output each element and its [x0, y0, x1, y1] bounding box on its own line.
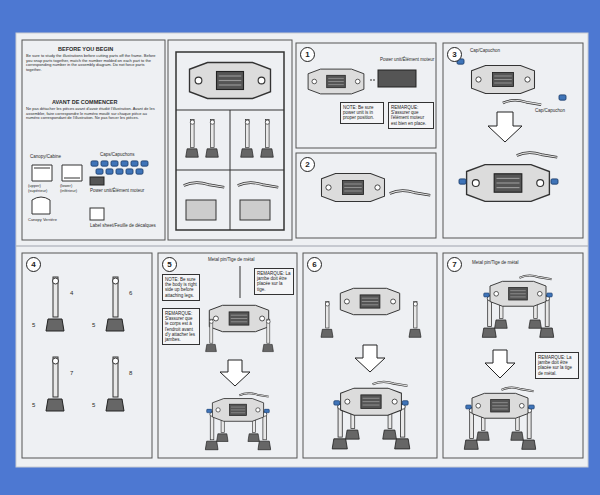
- label-text: Power unit/Élément moteur: [380, 57, 434, 62]
- step-number-text: 1: [305, 50, 309, 59]
- note-box: NOTE: Be sure the body is right side up …: [162, 274, 200, 301]
- label-text: Be sure to study the illustrations befor…: [26, 54, 160, 72]
- step-number-text: 6: [312, 260, 316, 269]
- step6-figure: [321, 288, 421, 449]
- step-number: 5: [162, 257, 177, 272]
- label-text: AVANT DE COMMENCER: [52, 99, 118, 105]
- step-number-text: 4: [31, 260, 35, 269]
- note-box: REMARQUE: S'assurer que le corps est à l…: [162, 308, 200, 345]
- label-text: Caps/Capuchons: [100, 152, 135, 157]
- step2-figure: [322, 174, 431, 202]
- callout-number: 5: [92, 402, 95, 409]
- step3-figure: [457, 59, 566, 202]
- note-box: NOTE: Be sure power unit is in proper po…: [340, 102, 384, 124]
- callout-number: 7: [70, 370, 73, 377]
- label-text: Metal pin/Tige de métal: [472, 260, 519, 265]
- step-number: 2: [300, 157, 315, 172]
- label-text: Canopy/Cabine: [30, 154, 61, 159]
- step-number-text: 3: [452, 50, 456, 59]
- label-text: Label sheet/Feuille de décalques: [90, 223, 160, 228]
- label-text: Cap/Capuchon: [535, 108, 565, 113]
- step-number: 6: [307, 257, 322, 272]
- label-text: (upper) (supérieur): [28, 184, 56, 193]
- callout-number: 5: [32, 402, 35, 409]
- label-text: Power unit/Élément moteur: [90, 188, 144, 193]
- step-number: 1: [300, 47, 315, 62]
- label-text: Ne pas détacher les pièces avant d'avoir…: [26, 107, 160, 121]
- step-number-text: 5: [167, 260, 171, 269]
- label-text: (lower) (inférieur): [60, 184, 88, 193]
- note-text: REMARQUE: S'assurer que l'élément moteur…: [391, 105, 431, 126]
- note-box: REMARQUE: La jambe doit être placée sur …: [254, 268, 294, 295]
- step-number-text: 7: [452, 260, 456, 269]
- note-text: NOTE: Be sure power unit is in proper po…: [343, 105, 381, 121]
- note-text: REMARQUE: S'assurer que le corps est à l…: [165, 311, 197, 342]
- label-text: Metal pin/Tige de métal: [208, 257, 255, 262]
- step-number: 7: [447, 257, 462, 272]
- note-text: NOTE: Be sure the body is right side up …: [165, 277, 197, 298]
- callout-number: 4: [70, 290, 73, 297]
- callout-number: 8: [129, 370, 132, 377]
- step1-figure: [308, 69, 416, 94]
- note-box: REMARQUE: S'assurer que l'élément moteur…: [388, 102, 434, 129]
- parts-tree: [176, 52, 284, 230]
- label-text: Canopy Verrière: [28, 218, 62, 223]
- label-text: BEFORE YOU BEGIN: [58, 46, 113, 52]
- step-number: 3: [447, 47, 462, 62]
- label-text: Cap/Capuchon: [470, 48, 500, 53]
- callout-number: 5: [32, 322, 35, 329]
- step-number-text: 2: [305, 160, 309, 169]
- callout-number: 6: [129, 290, 132, 297]
- note-text: REMARQUE: La jambe doit être placée sur …: [257, 271, 291, 292]
- note-text: REMARQUE: La jambe doit être placée sur …: [538, 355, 576, 376]
- callout-number: 5: [92, 322, 95, 329]
- panel-borders: [22, 40, 583, 458]
- step4-legs: [46, 277, 124, 411]
- part-icons: [32, 161, 148, 220]
- step-number: 4: [26, 257, 41, 272]
- note-box: REMARQUE: La jambe doit être placée sur …: [535, 352, 579, 379]
